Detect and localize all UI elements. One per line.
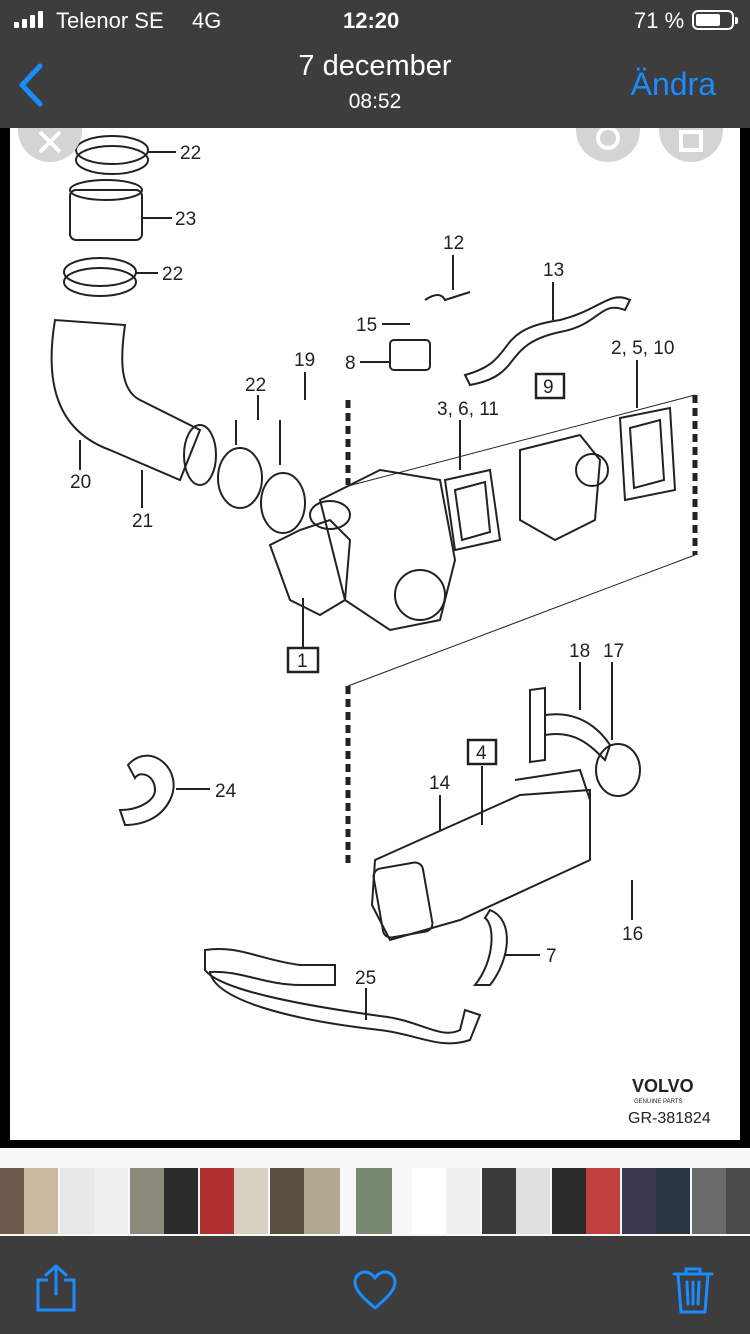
network-type: 4G	[192, 8, 222, 33]
reference-code: GR-381824	[628, 1110, 711, 1127]
photo-thumbnail[interactable]	[516, 1168, 550, 1234]
trash-icon	[679, 130, 703, 152]
photo-thumbnail[interactable]	[692, 1168, 726, 1234]
signal-strength-icon	[14, 10, 43, 28]
lens-overlay-button[interactable]	[576, 128, 640, 162]
callout-label: 18	[569, 641, 590, 662]
callout-label: 9	[543, 377, 554, 398]
photo-thumbnail[interactable]	[552, 1168, 586, 1234]
callout-label: 14	[429, 773, 451, 794]
callout-label: 15	[356, 315, 377, 336]
photo-thumbnail[interactable]	[304, 1168, 340, 1234]
back-button[interactable]	[14, 60, 54, 110]
nav-bar: 7 december 08:52 Ändra	[0, 42, 750, 128]
callout-label: 17	[603, 641, 624, 662]
callout-label: 12	[443, 233, 464, 254]
photo-thumbnail[interactable]	[130, 1168, 164, 1234]
favorite-button[interactable]	[352, 1269, 398, 1316]
photo-thumbnail[interactable]	[656, 1168, 690, 1234]
photo-thumbnail[interactable]	[24, 1168, 58, 1234]
callout-label: 20	[70, 472, 91, 493]
callout-label: 22	[162, 264, 183, 285]
photo-thumbnail[interactable]	[270, 1168, 304, 1234]
photo-thumbnail[interactable]	[726, 1168, 750, 1234]
callout-label: 7	[546, 946, 557, 967]
photo-thumbnail[interactable]	[446, 1168, 480, 1234]
callout-label: 13	[543, 260, 564, 281]
photo-time-subtitle: 08:52	[348, 90, 402, 113]
photo-thumbnail[interactable]	[356, 1168, 392, 1234]
callout-label: 24	[215, 781, 237, 802]
callout-label: 1	[297, 651, 308, 672]
photo-thumbnail[interactable]	[234, 1168, 268, 1234]
thumbnail-strip[interactable]	[0, 1148, 750, 1236]
battery-icon	[692, 10, 738, 30]
photo-thumbnail[interactable]	[94, 1168, 128, 1234]
close-overlay-button[interactable]	[18, 128, 82, 162]
carrier-name: Telenor SE	[56, 8, 164, 33]
callout-label: 4	[476, 743, 487, 764]
photo-thumbnail[interactable]	[586, 1168, 620, 1234]
photo-date-title: 7 december	[298, 50, 452, 82]
callout-label: 23	[175, 209, 196, 230]
brand-subtitle: GENUINE PARTS	[634, 1099, 682, 1105]
photo-thumbnail[interactable]	[412, 1168, 448, 1234]
heart-icon	[353, 1270, 397, 1310]
delete-button[interactable]	[672, 1266, 714, 1319]
status-bar: Telenor SE 4G 12:20 71 %	[0, 0, 750, 42]
brand-logo-text: VOLVO	[632, 1076, 694, 1096]
photo-thumbnail[interactable]	[60, 1168, 94, 1234]
lens-icon	[596, 128, 620, 150]
photo-thumbnail[interactable]	[164, 1168, 198, 1234]
photo-thumbnail[interactable]	[622, 1168, 656, 1234]
photo-viewer[interactable]: 22 23 22 20 21 22 19 15 8 12 13 3, 6, 11…	[0, 128, 750, 1140]
trash-overlay-button[interactable]	[659, 128, 723, 162]
close-icon	[38, 130, 62, 154]
callout-label: 25	[355, 968, 376, 989]
photo-thumbnail[interactable]	[200, 1168, 234, 1234]
callout-label: 2, 5, 10	[611, 338, 674, 359]
battery-percent: 71 %	[634, 8, 685, 33]
share-icon	[36, 1264, 76, 1312]
parts-diagram: 22 23 22 20 21 22 19 15 8 12 13 3, 6, 11…	[50, 135, 711, 1127]
photo-image[interactable]: 22 23 22 20 21 22 19 15 8 12 13 3, 6, 11…	[10, 128, 740, 1140]
callout-label: 22	[180, 143, 201, 164]
callout-label: 16	[622, 924, 643, 945]
callout-label: 22	[245, 375, 266, 396]
edit-button[interactable]: Ändra	[630, 66, 716, 102]
clock: 12:20	[343, 8, 400, 33]
callout-label: 21	[132, 511, 153, 532]
share-button[interactable]	[34, 1264, 78, 1319]
callout-label: 3, 6, 11	[437, 399, 499, 420]
trash-icon	[672, 1267, 714, 1314]
photo-thumbnail[interactable]	[482, 1168, 516, 1234]
bottom-toolbar	[0, 1236, 750, 1334]
chevron-left-icon	[19, 63, 43, 107]
callout-label: 19	[294, 350, 315, 371]
callout-label: 8	[345, 353, 356, 374]
